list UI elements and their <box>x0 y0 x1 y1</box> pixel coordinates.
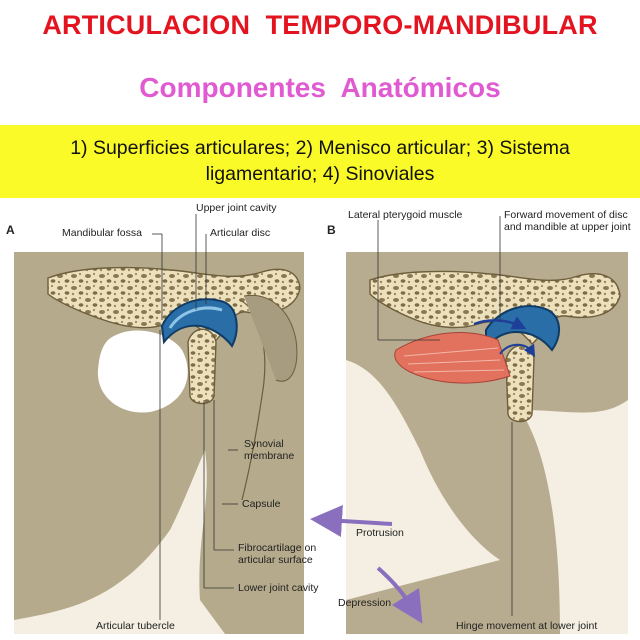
label-mandibular-fossa: Mandibular fossa <box>62 227 142 239</box>
label-upper-joint-cavity: Upper joint cavity <box>196 202 277 214</box>
label-synovial-membrane-2: membrane <box>244 450 295 462</box>
tmj-figure: A B Upper joint cavity Mandibular fossa … <box>0 200 640 640</box>
label-articular-disc: Articular disc <box>210 227 271 239</box>
label-protrusion: Protrusion <box>356 527 404 539</box>
panel-a-drawing <box>14 252 304 634</box>
label-capsule: Capsule <box>242 498 281 510</box>
label-lateral-pterygoid: Lateral pterygoid muscle <box>348 209 463 221</box>
tmj-illustration <box>14 214 628 634</box>
panel-b-letter: B <box>327 223 336 237</box>
label-hinge-movement: Hinge movement at lower joint <box>456 620 598 632</box>
components-banner: 1) Superficies articulares; 2) Menisco a… <box>0 125 640 198</box>
label-depression: Depression <box>338 597 392 609</box>
label-synovial-membrane-1: Synovial <box>244 438 284 450</box>
panel-b-drawing <box>346 252 628 634</box>
slide-title: ARTICULACION TEMPORO-MANDIBULAR <box>42 10 598 40</box>
label-forward-movement-2: and mandible at upper joint <box>504 221 631 233</box>
label-fibrocartilage-2: articular surface <box>238 554 313 566</box>
label-forward-movement-1: Forward movement of disc <box>504 209 628 221</box>
slide-subtitle: Componentes Anatómicos <box>139 72 501 103</box>
label-lower-joint-cavity: Lower joint cavity <box>238 582 319 594</box>
label-fibrocartilage-1: Fibrocartilage on <box>238 542 317 554</box>
label-articular-tubercle: Articular tubercle <box>96 620 175 632</box>
panel-a-letter: A <box>6 223 15 237</box>
